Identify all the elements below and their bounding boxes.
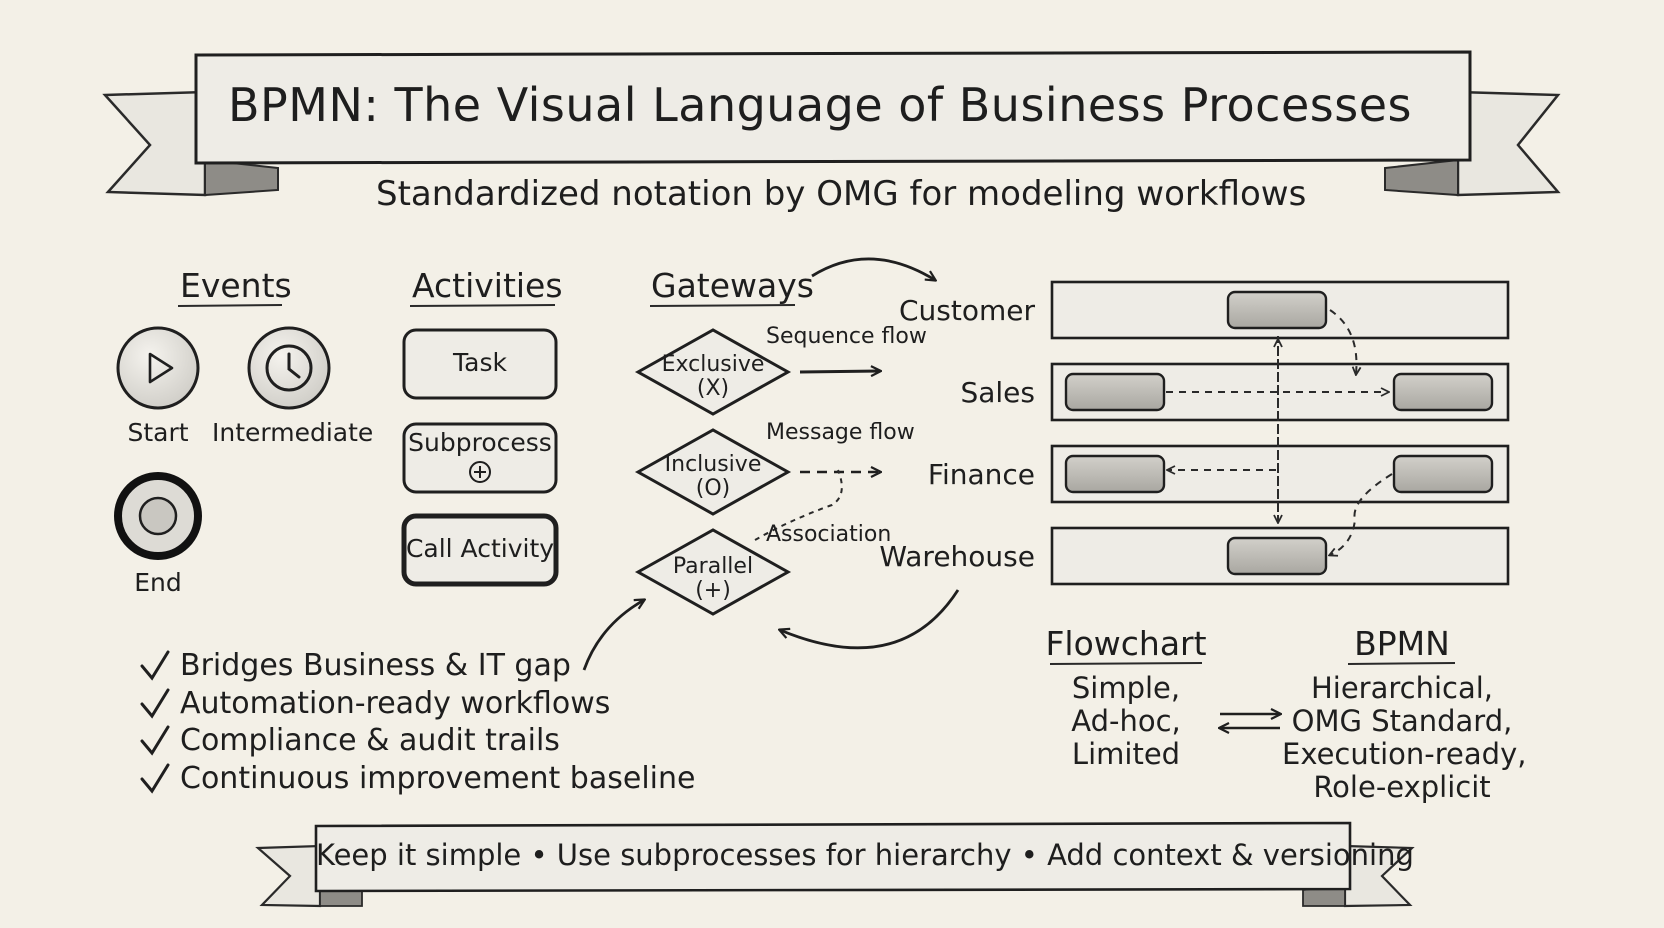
footer-banner-body <box>314 821 1352 893</box>
check-icon <box>140 650 170 681</box>
inclusive-gateway-diamond <box>634 428 792 516</box>
exclusive-gateway-diamond <box>634 328 792 416</box>
activities-heading: Activities <box>412 266 563 305</box>
swimlane-pool <box>1050 280 1510 586</box>
lane-task <box>1226 290 1328 330</box>
bpmn-traits: Hierarchical, OMG Standard, Execution-re… <box>1282 671 1527 804</box>
check-icon <box>140 763 170 794</box>
footer-banner <box>255 821 1415 908</box>
message-flow-label: Message flow <box>766 420 915 445</box>
bpmn-trait: Role-explicit <box>1313 770 1491 804</box>
lane-label-finance: Finance <box>927 458 1035 491</box>
subprocess-box <box>402 422 558 494</box>
check-icon <box>140 688 170 719</box>
curved-arrow-bottom <box>780 589 960 650</box>
lane-task <box>1064 372 1166 412</box>
title-banner-left-tail <box>102 90 207 197</box>
lane-flow <box>1329 309 1356 374</box>
subprocess-plus-icon <box>469 461 491 483</box>
sequence-flow-arrow <box>799 371 880 372</box>
events-heading: Events <box>180 266 292 305</box>
lane-label-warehouse: Warehouse <box>879 540 1035 573</box>
bpmn-trait: Execution-ready, <box>1282 737 1527 771</box>
end-event-icon <box>114 472 202 560</box>
start-event-label: Start <box>127 418 189 447</box>
flowchart-trait: Simple, <box>1071 671 1181 705</box>
task-box <box>402 328 558 400</box>
exclusive-gateway-symbol: (X) <box>696 376 730 401</box>
footer-tips: Keep it simple • Use subprocesses for hi… <box>316 838 1414 872</box>
parallel-gateway-symbol: (+) <box>695 578 731 603</box>
exclusive-gateway-label: Exclusive <box>661 352 765 377</box>
gateways-heading: Gateways <box>651 266 814 305</box>
curved-arrow-left <box>582 600 644 671</box>
page-title: BPMN: The Visual Language of Business Pr… <box>228 78 1412 132</box>
check-icon <box>140 725 170 756</box>
association-label: Association <box>766 522 892 547</box>
bpmn-heading: BPMN <box>1354 624 1450 663</box>
lane-flow <box>1330 473 1393 555</box>
benefit-item: Automation-ready workflows <box>180 686 611 721</box>
flowchart-trait: Limited <box>1071 737 1181 771</box>
bpmn-trait: Hierarchical, <box>1310 671 1494 705</box>
flowchart-heading: Flowchart <box>1045 624 1207 663</box>
intermediate-event-label: Intermediate <box>212 418 374 447</box>
bpmn-trait: OMG Standard, <box>1291 704 1513 738</box>
parallel-gateway-label: Parallel <box>672 554 754 579</box>
call-activity-label: Call Activity <box>405 534 555 563</box>
parallel-gateway-diamond <box>634 528 792 616</box>
lane-label-customer: Customer <box>898 294 1035 327</box>
lane-task <box>1392 454 1494 494</box>
flowchart-trait: Ad-hoc, <box>1071 704 1181 738</box>
sequence-flow-label: Sequence flow <box>766 324 927 349</box>
subprocess-label: Subprocess <box>408 428 552 457</box>
lane-task <box>1226 536 1328 576</box>
page-subtitle: Standardized notation by OMG for modelin… <box>376 174 1307 214</box>
title-banner <box>102 50 1561 197</box>
start-event-icon <box>116 326 200 410</box>
end-event-label: End <box>134 568 182 597</box>
benefit-item: Continuous improvement baseline <box>180 761 696 796</box>
flowchart-traits: Simple, Ad-hoc, Limited <box>1046 672 1206 771</box>
lane-task <box>1064 454 1166 494</box>
call-activity-box <box>401 513 559 587</box>
association-line <box>754 469 843 541</box>
benefit-item: Compliance & audit trails <box>180 723 560 758</box>
bidirectional-arrows-icon <box>1220 714 1280 728</box>
task-label: Task <box>453 348 507 377</box>
check-icons <box>140 650 170 794</box>
heading-underlines <box>177 304 1456 665</box>
inclusive-gateway-label: Inclusive <box>664 452 762 477</box>
benefit-item: Bridges Business & IT gap <box>180 648 571 683</box>
lane-label-sales: Sales <box>960 376 1035 409</box>
intermediate-event-icon <box>247 326 331 410</box>
title-banner-right-tail <box>1456 90 1561 197</box>
inclusive-gateway-symbol: (O) <box>695 476 731 501</box>
title-banner-body <box>194 50 1472 165</box>
curved-arrow-top <box>811 257 935 280</box>
lane-task <box>1392 372 1494 412</box>
